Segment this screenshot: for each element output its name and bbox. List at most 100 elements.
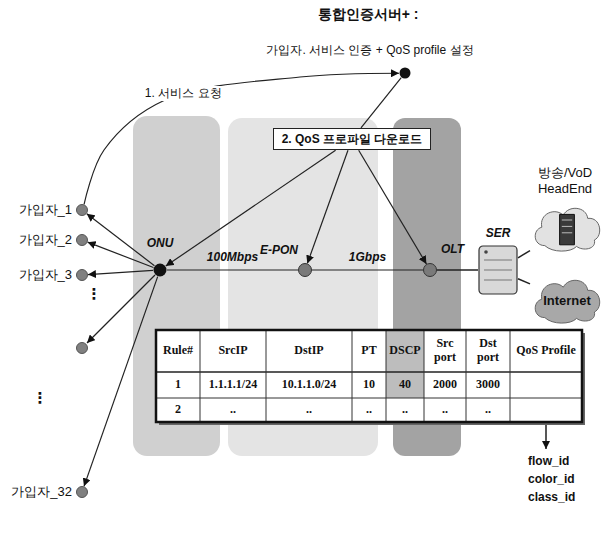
label-holder: 2000 (425, 373, 465, 397)
server-tower (560, 214, 575, 244)
label-holder: .. (353, 399, 385, 421)
circle-shape (153, 263, 167, 277)
table-rule (424, 330, 425, 422)
subscriber: 가입자_2 (76, 234, 88, 246)
label-holder: Src port (425, 331, 465, 371)
table-cell: 2 (175, 403, 181, 417)
circle-shape (76, 234, 88, 246)
label-holder: 10.1.1.0/24 (267, 373, 351, 397)
router-body (479, 246, 517, 294)
profile-field: class_id (528, 490, 575, 504)
connector (359, 150, 427, 264)
label-holder: 가입자_2 (19, 232, 72, 248)
label-holder: PT (353, 331, 385, 371)
edge-label: 100Mbps (207, 250, 258, 264)
node-dot (77, 205, 88, 216)
table-cell: SrcIP (218, 344, 247, 358)
headend-cloud: 방송/VoD HeadEnd (530, 204, 604, 252)
label-holder: flow_id (528, 454, 569, 468)
node-dot (424, 264, 437, 277)
node-label: 가입자_3 (19, 267, 72, 283)
table-cell: DSCP (389, 344, 420, 358)
table-cell: .. (366, 403, 372, 417)
box-label: 2. QoS 프로파일 다운로드 (282, 132, 423, 146)
label-holder: DstIP (267, 331, 351, 371)
circle-shape (423, 263, 437, 277)
dscp-shade (386, 330, 424, 398)
profile-field: color_id (528, 472, 575, 486)
table-cell: 3000 (476, 378, 500, 392)
connector (307, 150, 348, 263)
circle-shape (76, 204, 88, 216)
label-holder: .. (267, 399, 351, 421)
node-label: SER (486, 226, 511, 240)
table-rule (266, 330, 267, 422)
node-label: 가입자_32 (11, 484, 72, 500)
table-cell: 1.1.1.1/24 (209, 378, 257, 392)
label-holder: 100Mbps (207, 250, 258, 264)
node-label: ONU (147, 236, 174, 250)
label-holder: Internet (543, 293, 591, 309)
table-cell: 1 (175, 378, 181, 392)
router-led (484, 250, 488, 254)
connector (88, 242, 154, 267)
label-holder: 가입자_1 (19, 202, 72, 218)
node-dot (154, 264, 167, 277)
router-slot (484, 270, 512, 271)
label-holder: SER (486, 226, 511, 240)
table-cell: 10.1.1.0/24 (282, 378, 336, 392)
ser-router: SER (478, 245, 518, 295)
auth-server: 통합인증서버+ :가입자. 서비스 인증 + QoS profile 설정 (399, 67, 411, 79)
router-slot (484, 260, 512, 261)
table-cell: .. (306, 403, 312, 417)
edge-label: 1. 서비스 요청 (142, 86, 225, 100)
connector (518, 251, 530, 258)
table-rule (352, 330, 353, 422)
table-cell: PT (361, 344, 376, 358)
subscriber: 가입자_3 (76, 269, 88, 281)
connector (166, 150, 336, 266)
label-holder: 2 (157, 399, 199, 421)
label-holder: ⋮ (33, 391, 48, 406)
node-label: OLT (441, 242, 464, 256)
label-holder: 통합인증서버+ : (318, 6, 419, 23)
label-holder: 가입자_32 (11, 484, 72, 500)
label-holder: .. (425, 399, 465, 421)
profile-leader (545, 425, 546, 449)
node-label: 가입자. 서비스 인증 + QoS profile 설정 (266, 43, 473, 57)
cloud-shape (530, 204, 604, 252)
label-holder: class_id (528, 490, 575, 504)
table-cell: 2000 (433, 378, 457, 392)
table-border (156, 330, 582, 422)
node-dot (77, 487, 88, 498)
connector (312, 269, 423, 270)
server-bay (562, 226, 572, 227)
label-holder: ⋮ (87, 287, 102, 302)
table-rule (466, 330, 467, 422)
circle-shape (298, 263, 312, 277)
epon-node: E-PON (298, 263, 312, 277)
table-rule (386, 330, 387, 422)
label-holder: Dst port (467, 331, 509, 371)
node-label: E-PON (260, 243, 298, 257)
label-holder: QoS Profile (511, 331, 581, 371)
cloud-outline (535, 280, 599, 323)
node-label: 통합인증서버+ : (318, 6, 419, 23)
label-holder: 1 (157, 373, 199, 397)
table-cell: Src port (426, 337, 464, 365)
connector (437, 269, 478, 271)
circle-shape (76, 269, 88, 281)
label-holder: .. (201, 399, 265, 421)
connector (167, 269, 298, 270)
subscriber: 가입자_1 (76, 204, 88, 216)
label-holder: SrcIP (201, 331, 265, 371)
label-holder: 가입자. 서비스 인증 + QoS profile 설정 (266, 43, 473, 57)
olt-node: OLT (423, 263, 437, 277)
table-rule (156, 371, 582, 373)
label-holder: 1. 서비스 요청 (142, 86, 225, 100)
label-holder: Rule# (157, 331, 199, 371)
table-cell: QoS Profile (516, 344, 575, 358)
table-rule (510, 330, 511, 422)
